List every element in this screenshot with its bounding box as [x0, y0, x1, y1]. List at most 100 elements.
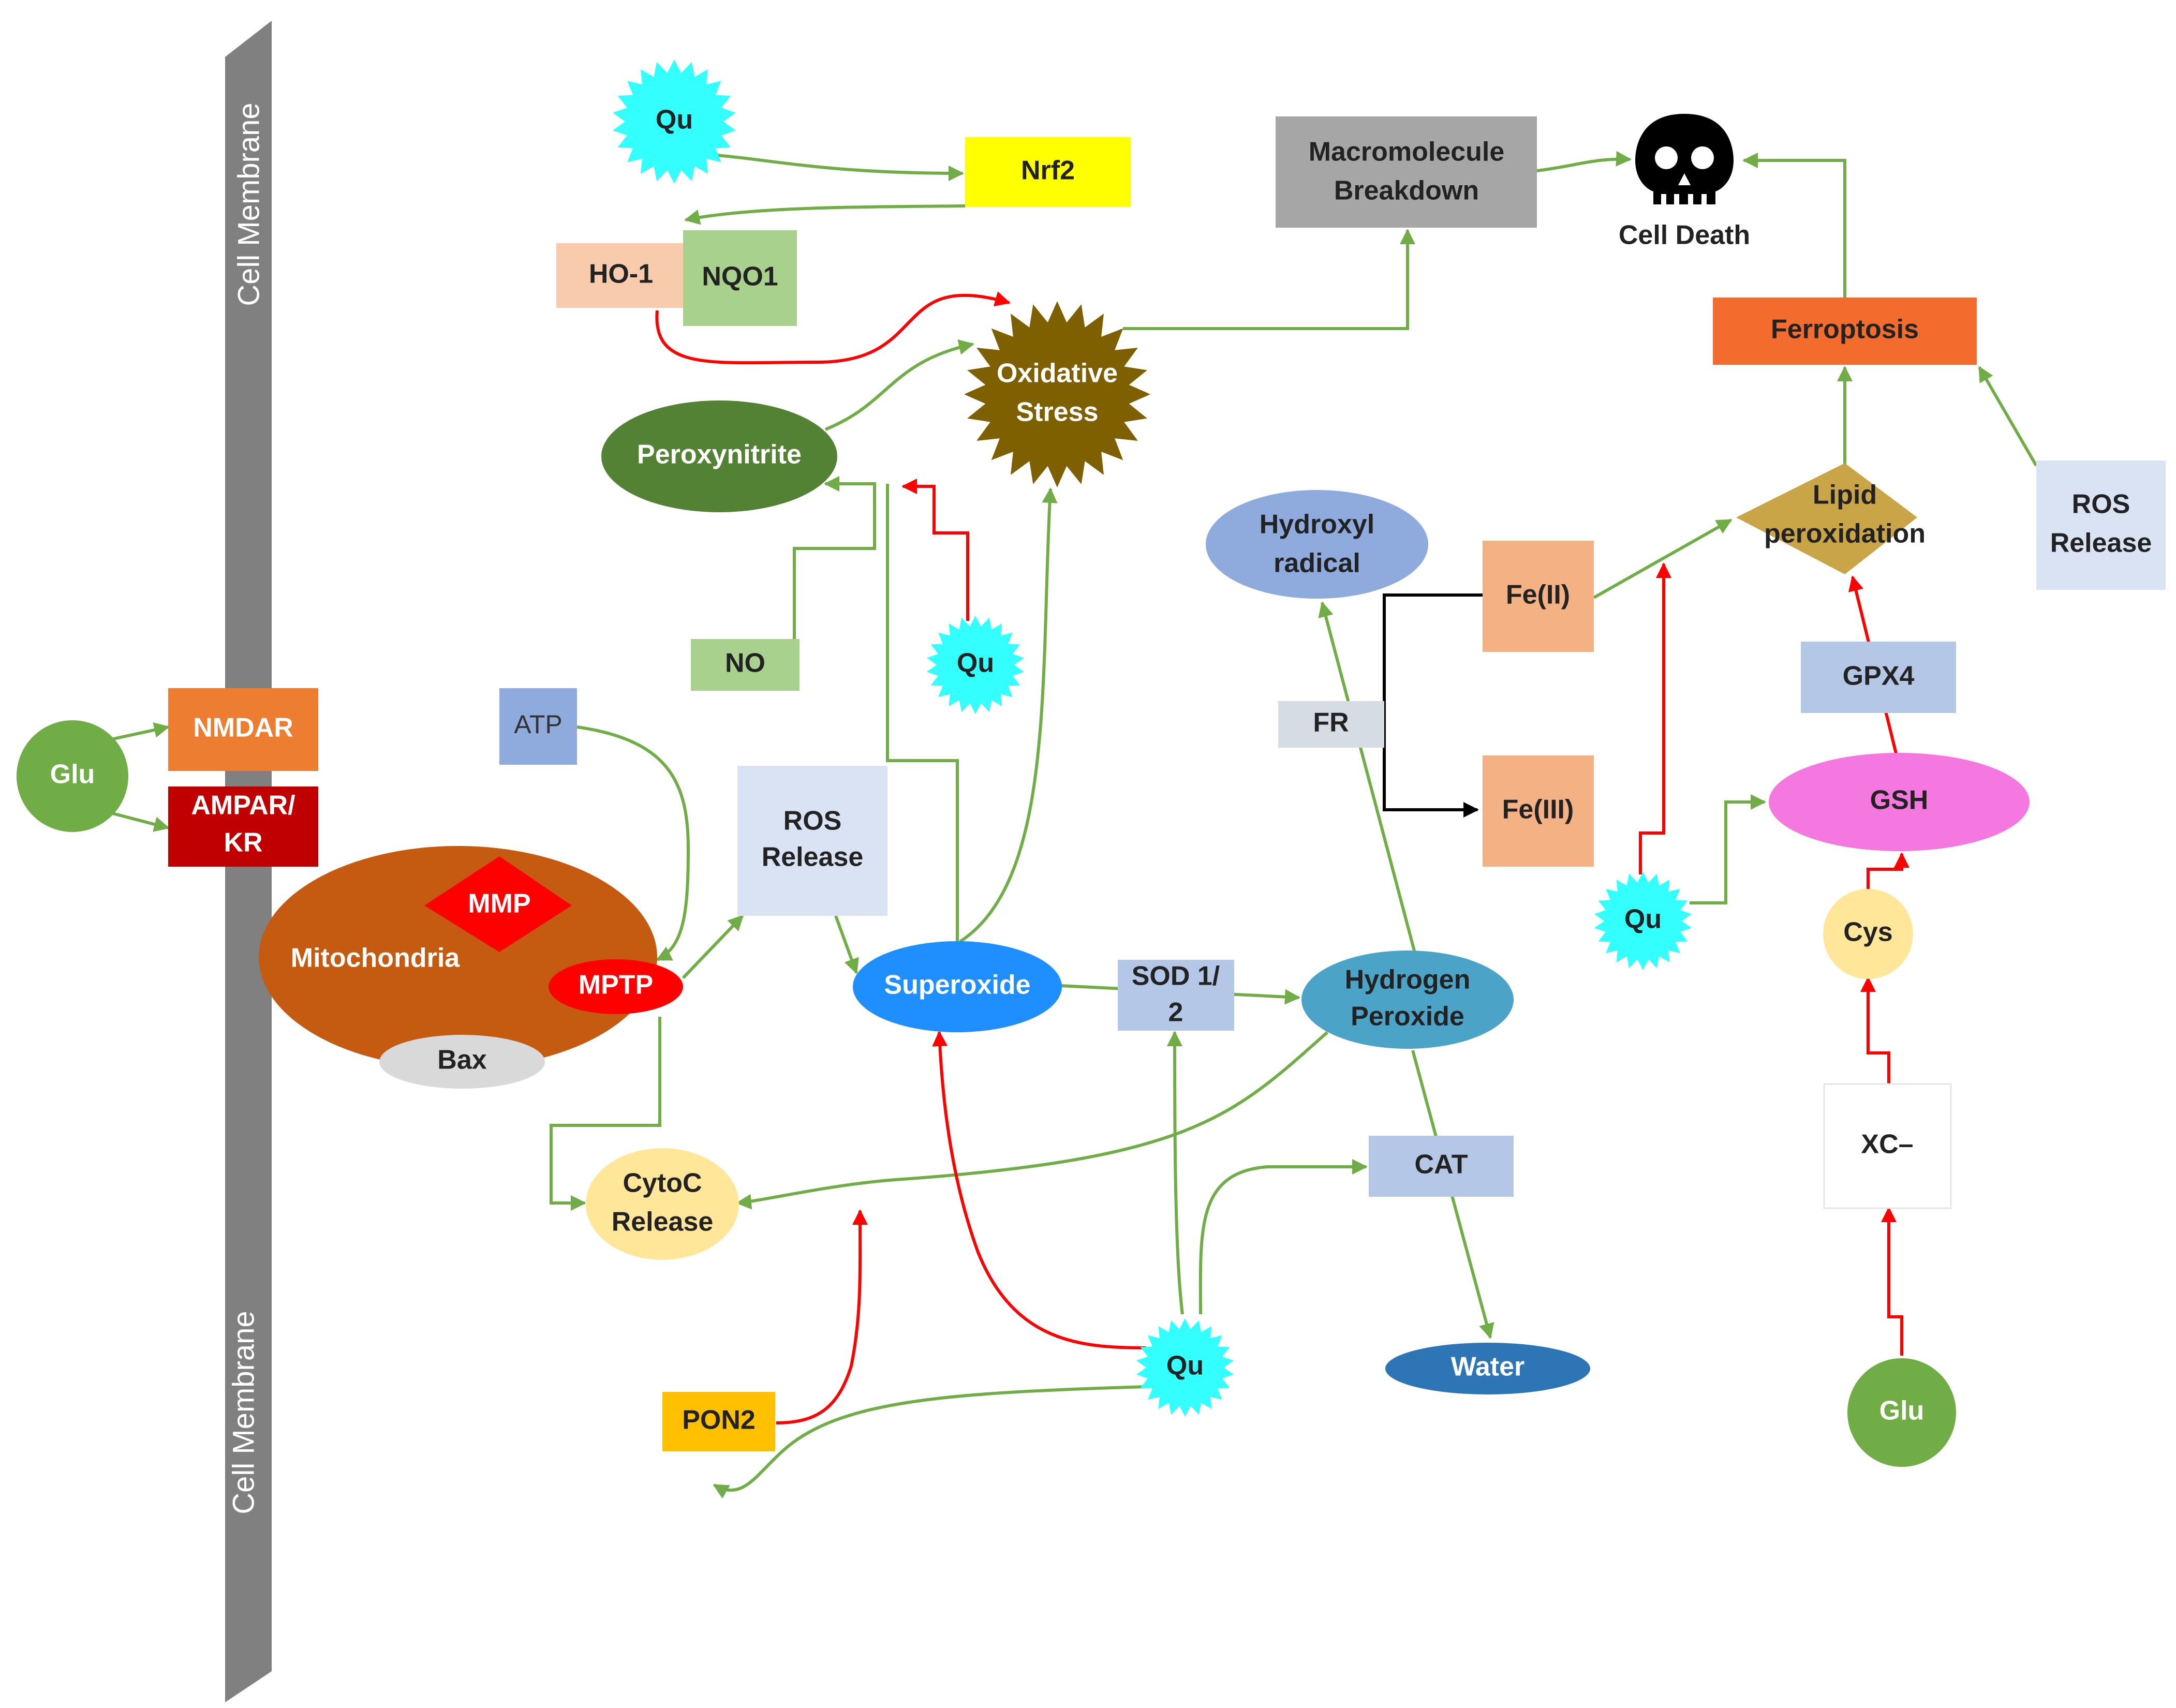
arrow-pon2-cytoc	[776, 1209, 868, 1424]
mptp-ellipse: MPTP	[549, 959, 683, 1014]
arrows	[108, 151, 2038, 1499]
sod-box: SOD 1/ 2	[1118, 960, 1234, 1031]
qu-bottom-label: Qu	[1166, 1351, 1204, 1381]
arrow-qu-lipid	[1639, 562, 1671, 874]
cytoc-ellipse: CytoC Release	[586, 1148, 739, 1260]
gpx4-label: GPX4	[1843, 661, 1915, 691]
lipid-label-line2: peroxidation	[1764, 519, 1926, 549]
arrow-qu-nrf2	[716, 154, 964, 181]
arrow-h2o2-hydroxyl	[1318, 601, 1417, 955]
arrow-qu-gsh	[1690, 794, 1766, 904]
nqo1-box: NQO1	[683, 230, 797, 326]
arrow-qu-cat	[1198, 1159, 1368, 1315]
pon2-label: PON2	[682, 1405, 756, 1435]
bax-label: Bax	[437, 1045, 486, 1075]
nrf2-box: Nrf2	[965, 137, 1131, 207]
arrow-atp-mptp	[576, 725, 690, 961]
hydrogen-label-line1: Hydrogen	[1345, 965, 1471, 995]
ho1-box: HO-1	[556, 243, 686, 308]
arrow-macro-death	[1536, 151, 1632, 172]
pon2-box: PON2	[662, 1392, 775, 1451]
fr-label: FR	[1313, 708, 1349, 738]
xc-label: XC–	[1861, 1130, 1913, 1160]
arrow-qu-superoxide	[932, 1031, 1147, 1349]
arrow-ho1-oxidative	[655, 291, 1011, 365]
mitochondria-label: Mitochondria	[291, 943, 461, 973]
ros-mid-label-line2: Release	[762, 842, 864, 872]
oxidative-stress-burst: Oxidative Stress	[964, 301, 1150, 487]
water-ellipse: Water	[1385, 1343, 1590, 1394]
qu-mid-burst: Qu	[927, 616, 1024, 714]
xc-box: XC–	[1823, 1083, 1952, 1209]
glu-right-label: Glu	[1879, 1396, 1925, 1426]
cat-box: CAT	[1369, 1136, 1514, 1197]
cat-label: CAT	[1414, 1150, 1468, 1180]
membrane-label-bottom: Cell Membrane	[227, 1311, 260, 1514]
arrow-ros-superoxide	[834, 915, 859, 974]
arrow-mptp-cytoc	[550, 1017, 661, 1211]
qu-right-label: Qu	[1624, 904, 1662, 934]
atp-box: ATP	[499, 688, 577, 765]
arrow-peroxynitrite-oxidative	[824, 339, 974, 431]
ros-mid-label-line1: ROS	[783, 806, 842, 836]
ferroptosis-label: Ferroptosis	[1771, 315, 1919, 345]
fr-box: FR	[1278, 701, 1384, 748]
mmp-diamond: MMP	[424, 856, 572, 952]
cell-death: Cell Death	[1619, 114, 1750, 250]
cys-circle: Cys	[1823, 889, 1913, 979]
arrow-glu-ampar	[108, 811, 170, 832]
superoxide-label: Superoxide	[884, 970, 1030, 1000]
arrow-mptp-ros	[682, 914, 744, 979]
cell-death-label: Cell Death	[1619, 220, 1750, 250]
bax-ellipse: Bax	[379, 1035, 545, 1089]
macro-label-line2: Breakdown	[1334, 176, 1479, 206]
arrow-fe2-fe3	[1383, 593, 1483, 818]
sod-label-line2: 2	[1168, 998, 1183, 1028]
fe3-label: Fe(III)	[1502, 795, 1574, 825]
superoxide-ellipse: Superoxide	[853, 941, 1062, 1032]
fe2-label: Fe(II)	[1506, 580, 1570, 610]
arrow-oxidative-macro	[1123, 229, 1415, 330]
glu-left-label: Glu	[50, 760, 95, 790]
ampar-label-line1: AMPAR/	[191, 791, 295, 821]
arrow-no-peroxynitrite	[793, 476, 876, 642]
ampar-label-line2: KR	[224, 828, 262, 858]
membrane-label-top: Cell Membrane	[232, 102, 265, 306]
cys-label: Cys	[1843, 917, 1892, 947]
qu-mid-label: Qu	[957, 648, 994, 678]
gsh-label: GSH	[1870, 785, 1929, 815]
peroxynitrite-ellipse: Peroxynitrite	[601, 400, 837, 512]
glu-right: Glu	[1847, 1358, 1956, 1467]
arrow-fe2-lipid	[1593, 518, 1733, 599]
hydroxyl-label-line1: Hydroxyl	[1260, 510, 1375, 540]
qu-top-label: Qu	[656, 105, 693, 135]
lipid-label-line1: Lipid	[1813, 480, 1877, 510]
arrow-glu-nmdar	[108, 722, 170, 741]
nqo1-label: NQO1	[702, 262, 778, 292]
qu-bottom-burst: Qu	[1136, 1318, 1234, 1417]
fe3-box: Fe(III)	[1483, 755, 1594, 867]
ros-right-label-line2: Release	[2050, 528, 2152, 558]
cytoc-label-line1: CytoC	[623, 1168, 702, 1198]
arrow-qu-peroxynitrite	[901, 479, 969, 621]
arrow-h2o2-cytoc	[736, 1031, 1328, 1210]
no-label: NO	[725, 648, 765, 678]
arrow-ros-ferroptosis	[1978, 366, 2038, 467]
glu-left: Glu	[17, 720, 128, 832]
macro-label-line1: Macromolecule	[1309, 137, 1505, 167]
arrow-qu-sod	[1167, 1031, 1184, 1315]
qu-top-burst: Qu	[613, 60, 736, 184]
atp-label: ATP	[514, 710, 562, 739]
arrow-ferroptosis-death	[1742, 153, 1846, 300]
skull-icon	[1635, 114, 1734, 204]
qu-right-burst: Qu	[1594, 872, 1692, 970]
fe2-box: Fe(II)	[1483, 541, 1594, 652]
arrow-superoxide-oxidative	[959, 487, 1058, 943]
nmdar-box: NMDAR	[168, 688, 318, 771]
sod-label-line1: SOD 1/	[1132, 961, 1220, 991]
hydroxyl-ellipse: Hydroxyl radical	[1206, 490, 1428, 599]
nrf2-label: Nrf2	[1021, 156, 1075, 186]
water-label: Water	[1451, 1352, 1525, 1382]
oxidative-label-line2: Stress	[1016, 397, 1099, 427]
